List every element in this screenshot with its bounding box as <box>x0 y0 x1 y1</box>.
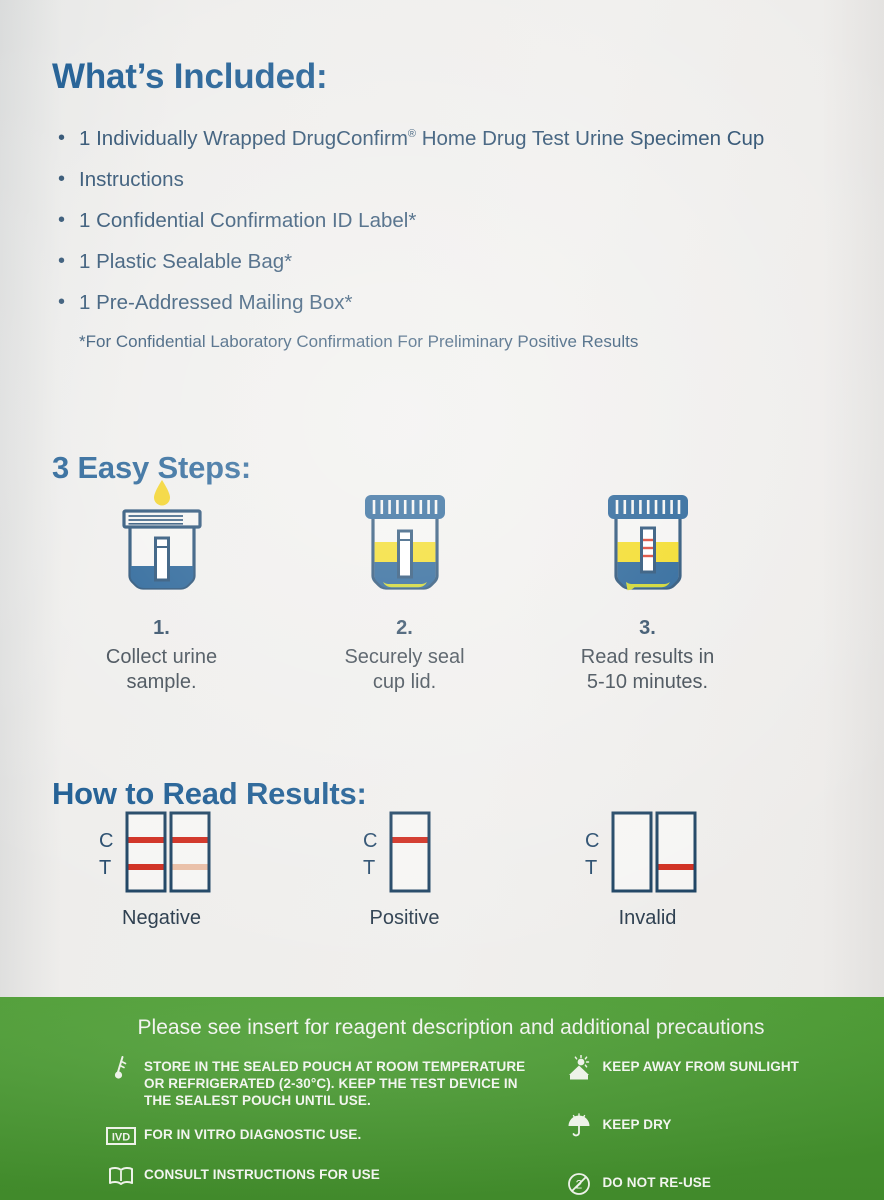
precaution-do-not-reuse-text: DO NOT RE-USE <box>602 1175 712 1190</box>
control-label: C <box>585 830 599 852</box>
step-2-art <box>353 478 457 600</box>
result-negative-art: C T <box>87 806 237 898</box>
list-item: • 1 Confidential Confirmation ID Label* <box>52 200 842 241</box>
svg-text:IVD: IVD <box>112 1132 130 1144</box>
results-section-title: How to Read Results: <box>52 775 367 811</box>
precaution-storage: STORE IN THE SEALED POUCH AT ROOM TEMPER… <box>104 1055 532 1109</box>
precautions-title: Please see insert for reagent descriptio… <box>137 1016 765 1039</box>
list-item-text: 1 Pre-Addressed Mailing Box* <box>79 291 353 314</box>
precaution-ivd-text: FOR IN VITRO DIAGNOSTIC USE. <box>144 1127 362 1142</box>
invalid-result-cassette-icon: C T <box>585 811 696 893</box>
precaution-keep-dry: KEEP DRY <box>562 1113 884 1139</box>
thermometer-icon <box>104 1055 138 1081</box>
list-item-text: Instructions <box>79 168 184 191</box>
precaution-keep-dry-text: KEEP DRY <box>602 1117 672 1132</box>
steps-row: 1. Collect urine sample. <box>40 478 770 695</box>
precaution-instructions: CONSULT INSTRUCTIONS FOR USE <box>104 1163 532 1189</box>
list-item-text: 1 Plastic Sealable Bag* <box>79 250 293 273</box>
precaution-sunlight: KEEP AWAY FROM SUNLIGHT <box>562 1055 884 1081</box>
test-label: T <box>585 857 597 879</box>
step-3-art <box>596 478 700 600</box>
registered-trademark-icon: ® <box>407 128 417 141</box>
result-invalid-caption: Invalid <box>618 907 677 929</box>
precaution-ivd: IVD FOR IN VITRO DIAGNOSTIC USE. <box>104 1123 532 1149</box>
test-label: T <box>363 857 375 879</box>
precautions-footer-band: Please see insert for reagent descriptio… <box>0 997 884 1200</box>
list-item-text: 1 Confidential Confirmation ID Label* <box>79 209 417 232</box>
list-item: • 1 Plastic Sealable Bag* <box>52 241 842 282</box>
control-label: C <box>99 830 113 852</box>
bullet-icon: • <box>58 127 66 149</box>
precaution-do-not-reuse: 2 DO NOT RE-USE <box>562 1171 884 1197</box>
result-negative-caption: Negative <box>122 907 201 929</box>
keep-away-from-sunlight-icon <box>562 1055 596 1081</box>
bullet-icon: • <box>58 209 66 231</box>
list-item: • 1 Individually Wrapped DrugConfirm® Hom… <box>52 118 842 159</box>
instructions-booklet-icon <box>104 1163 138 1189</box>
steps-section-title: 3 Easy Steps: <box>52 449 252 485</box>
step-2: 2. Securely seal cup lid. <box>283 478 526 695</box>
step-1-number: 1. <box>153 617 170 639</box>
positive-result-cassette-icon: C T <box>363 811 430 893</box>
step-1: 1. Collect urine sample. <box>40 478 283 695</box>
bullet-icon: • <box>58 291 66 313</box>
step-2-caption: Securely seal cup lid. <box>344 646 465 693</box>
included-section-title: What’s Included: <box>52 57 328 96</box>
precautions-columns: STORE IN THE SEALED POUCH AT ROOM TEMPER… <box>0 1055 884 1200</box>
test-label: T <box>99 857 111 879</box>
results-row: C T Negative C T <box>40 806 770 930</box>
precaution-instructions-text: CONSULT INSTRUCTIONS FOR USE <box>144 1167 380 1182</box>
result-positive-art: C T <box>330 806 480 898</box>
bullet-icon: • <box>58 250 66 272</box>
list-item: • 1 Pre-Addressed Mailing Box* <box>52 282 842 323</box>
precautions-left-column: STORE IN THE SEALED POUCH AT ROOM TEMPER… <box>0 1055 532 1200</box>
result-positive: C T Positive <box>283 806 526 930</box>
result-positive-caption: Positive <box>369 907 440 929</box>
keep-dry-umbrella-icon <box>562 1113 596 1139</box>
list-item-text-cont: Home Drug Test Urine Specimen Cup <box>416 127 765 150</box>
step-3-number: 3. <box>639 617 656 639</box>
step-1-art <box>110 478 214 600</box>
specimen-cup-sealed-with-result-strip-icon <box>607 495 688 591</box>
negative-result-cassette-icon: C T <box>99 811 210 893</box>
step-3-caption: Read results in 5-10 minutes. <box>580 646 715 693</box>
result-invalid: C T Invalid <box>526 806 769 930</box>
bullet-icon: • <box>58 168 66 190</box>
included-items-list: • 1 Individually Wrapped DrugConfirm® Hom… <box>52 118 842 323</box>
specimen-cup-sealed-filled-icon <box>364 495 445 590</box>
ivd-icon: IVD <box>104 1123 138 1149</box>
specimen-cup-open-with-droplet-icon <box>121 480 202 590</box>
included-footnote: *For Confidential Laboratory Confirmatio… <box>79 332 639 351</box>
result-negative: C T Negative <box>40 806 283 930</box>
control-label: C <box>363 830 377 852</box>
step-3: 3. Read results in 5-10 minutes. <box>526 478 769 695</box>
list-item-text: 1 Individually Wrapped DrugConfirm <box>79 127 408 150</box>
result-invalid-art: C T <box>573 806 723 898</box>
step-1-caption: Collect urine sample. <box>105 646 218 693</box>
precaution-sunlight-text: KEEP AWAY FROM SUNLIGHT <box>602 1059 800 1074</box>
precaution-storage-text: STORE IN THE SEALED POUCH AT ROOM TEMPER… <box>144 1059 526 1108</box>
precautions-right-column: KEEP AWAY FROM SUNLIGHT <box>532 1055 884 1200</box>
list-item: • Instructions <box>52 159 842 200</box>
step-2-number: 2. <box>396 617 413 639</box>
do-not-reuse-icon: 2 <box>562 1171 596 1197</box>
